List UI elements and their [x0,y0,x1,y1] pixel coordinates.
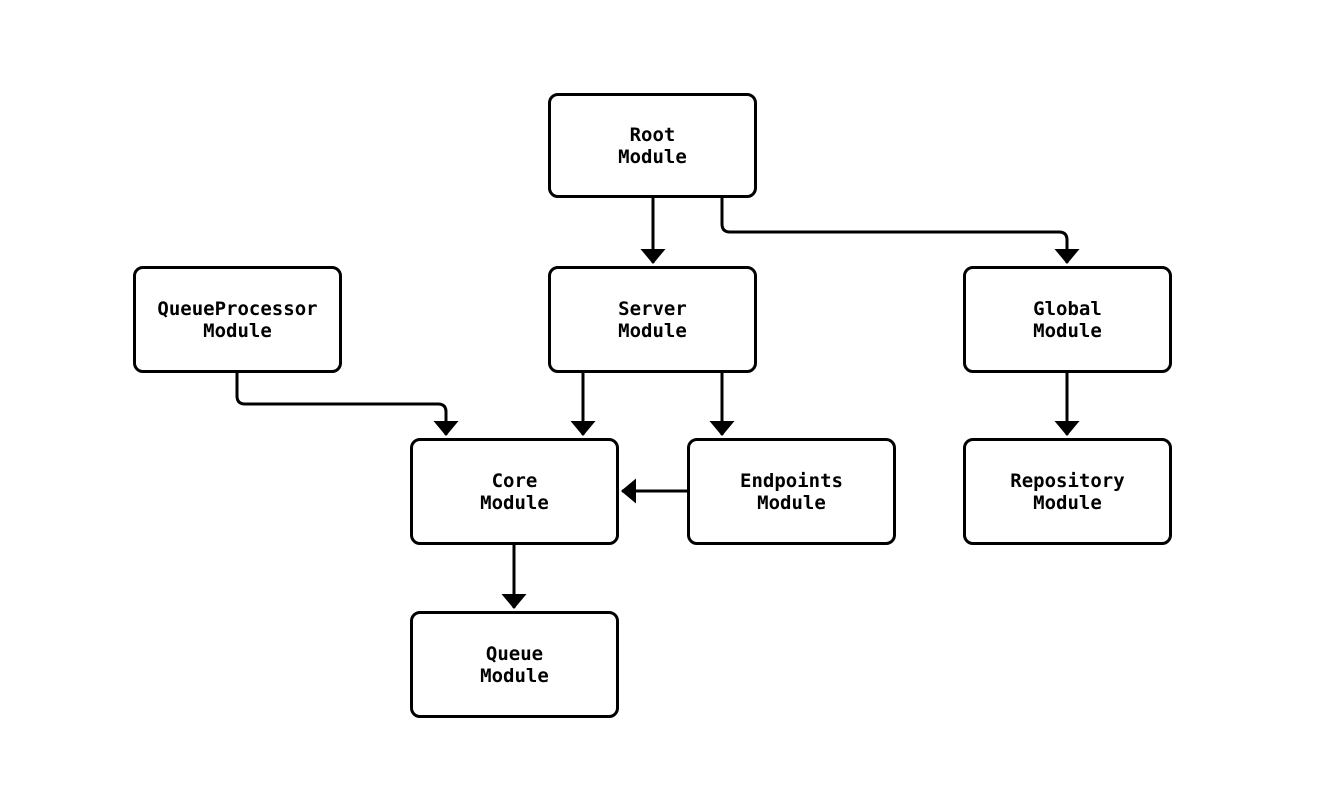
node-label: Global Module [1033,297,1102,342]
node-label: Root Module [618,123,687,168]
node-core-module: Core Module [410,438,619,545]
edge-root-to-global [720,198,1080,264]
node-label: Core Module [480,469,549,514]
node-queue-module: Queue Module [410,611,619,718]
node-endpoints-module: Endpoints Module [687,438,896,545]
node-queueprocessor-module: QueueProcessor Module [133,266,342,373]
node-server-module: Server Module [548,266,757,373]
edge-queueprocessor-to-core [235,373,459,436]
node-label: QueueProcessor Module [157,297,318,342]
node-global-module: Global Module [963,266,1172,373]
node-repository-module: Repository Module [963,438,1172,545]
node-label: Server Module [618,297,687,342]
node-label: Endpoints Module [740,469,843,514]
node-root-module: Root Module [548,93,757,198]
node-label: Repository Module [1010,469,1125,514]
node-label: Queue Module [480,642,549,687]
